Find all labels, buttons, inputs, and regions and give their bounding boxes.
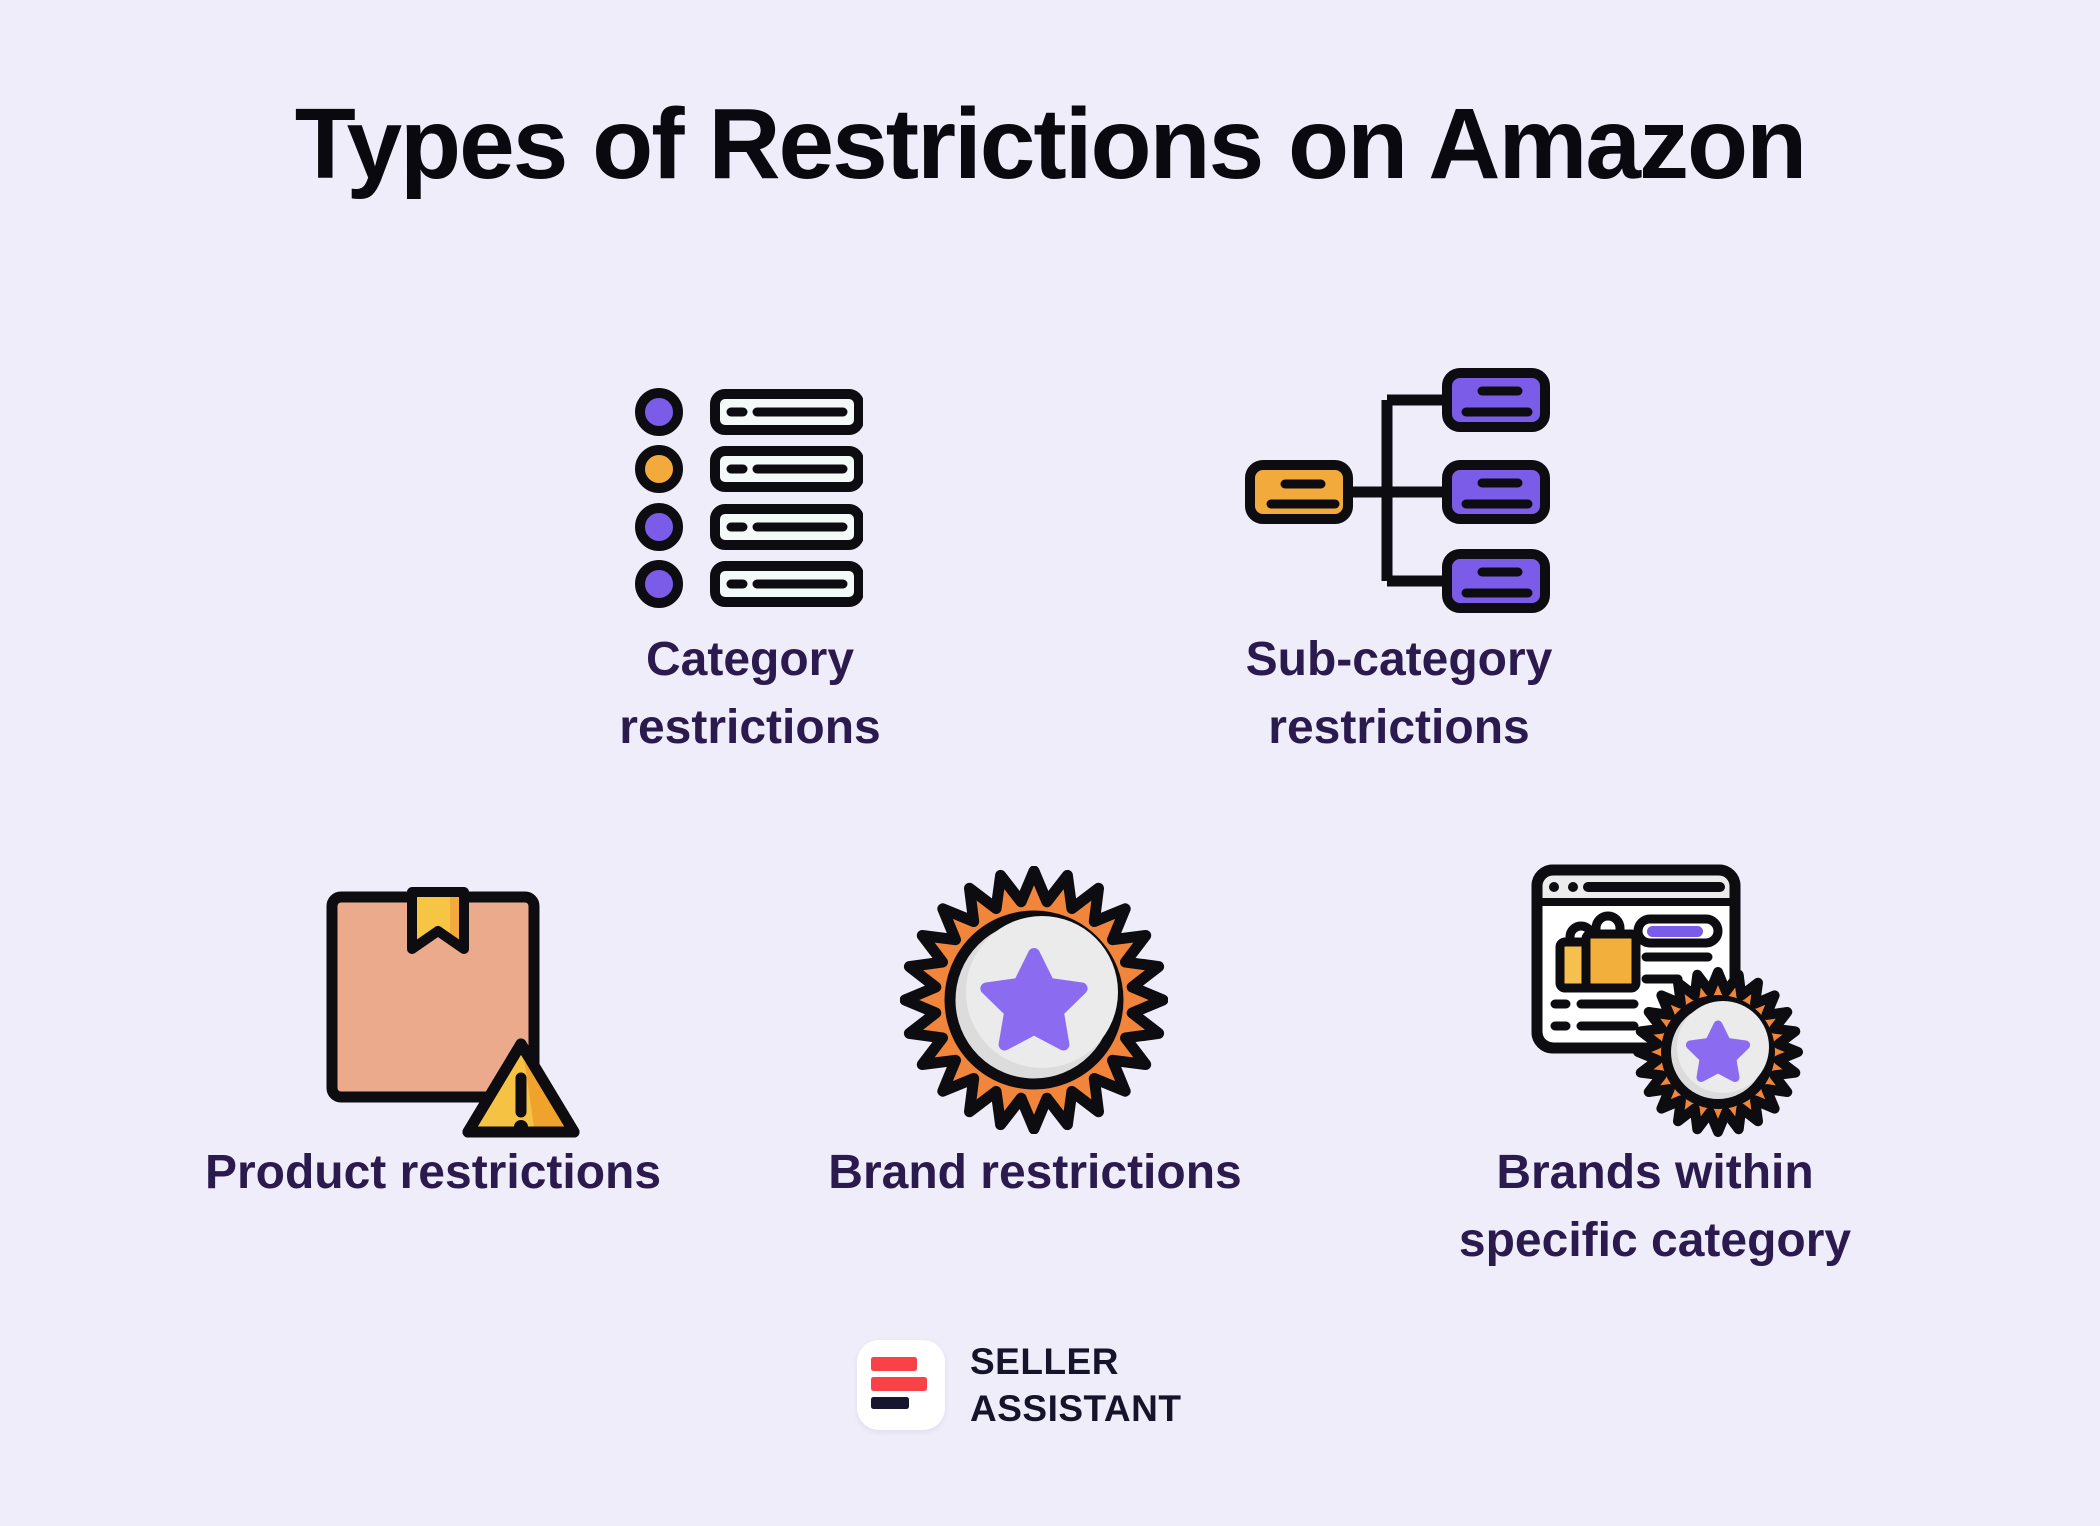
logo-bar-red-1 bbox=[871, 1357, 917, 1371]
brands-category-browser-icon bbox=[1531, 864, 1803, 1137]
logo-bar-red-2 bbox=[871, 1377, 927, 1391]
brand-badge-icon bbox=[900, 866, 1168, 1134]
logo-bar-dark bbox=[871, 1397, 909, 1409]
item-label-brands-within: Brands within specific category bbox=[1458, 1146, 1852, 1267]
page-title: Types of Restrictions on Amazon bbox=[294, 88, 1807, 200]
seller-assistant-logo-icon bbox=[857, 1340, 945, 1430]
category-list-icon bbox=[635, 388, 863, 608]
wordmark-line-1: SELLER bbox=[970, 1341, 1119, 1382]
item-label-category: Category restrictions bbox=[619, 633, 881, 754]
item-label-subcategory: Sub-category restrictions bbox=[1245, 633, 1553, 754]
item-label-brand: Brand restrictions bbox=[828, 1146, 1242, 1199]
product-box-warning-icon bbox=[326, 887, 580, 1138]
subcategory-tree-icon bbox=[1245, 368, 1550, 613]
item-label-product: Product restrictions bbox=[204, 1146, 662, 1199]
wordmark-line-2: ASSISTANT bbox=[970, 1388, 1182, 1429]
seller-assistant-wordmark: SELLER ASSISTANT bbox=[970, 1338, 1181, 1432]
